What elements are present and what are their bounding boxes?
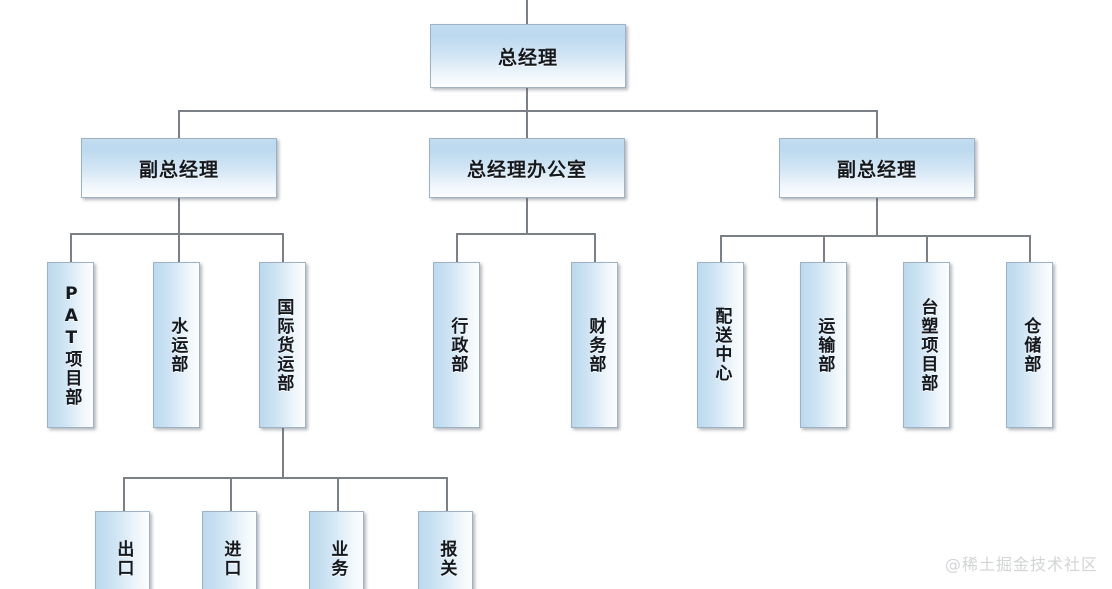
watermark: @稀土掘金技术社区 [944, 555, 1098, 574]
node-label: 总经理办公室 [466, 158, 587, 181]
node-label: 总经理 [497, 46, 558, 69]
node-gm-office[interactable]: 总经理办公室 [429, 138, 625, 198]
node-label: 进口 [220, 540, 241, 578]
connector-bottom-stem [282, 428, 284, 477]
connector-left-drop-1 [70, 233, 72, 262]
connector-right-drop-1 [720, 235, 722, 262]
node-label: 国际货运部 [273, 297, 294, 393]
node-export-dept[interactable]: 出口 [95, 511, 150, 589]
connector-root-down [526, 88, 528, 110]
connector-bottom-bus [123, 477, 448, 479]
connector-bottom-drop-2 [230, 477, 232, 511]
connector-center-bus [456, 233, 596, 235]
connector-bottom-drop-3 [337, 477, 339, 511]
connector-right-bus [720, 235, 1030, 237]
connector-left-bus [70, 233, 284, 235]
node-deputy-general-manager-left[interactable]: 副总经理 [81, 138, 277, 198]
node-warehousing-dept[interactable]: 仓储部 [1006, 262, 1053, 428]
connector-right-stem [876, 198, 878, 235]
node-label: 副总经理 [836, 158, 917, 181]
node-deputy-general-manager-right[interactable]: 副总经理 [779, 138, 975, 198]
connector-level2-drop-1 [178, 110, 180, 138]
node-international-freight-dept[interactable]: 国际货运部 [259, 262, 306, 428]
connector-left-stem [178, 198, 180, 233]
connector-right-drop-2 [823, 235, 825, 262]
node-label: 仓储部 [1020, 316, 1041, 374]
node-transportation-dept[interactable]: 运输部 [800, 262, 847, 428]
node-label: 出口 [113, 540, 134, 578]
node-label: PAT项目部 [61, 283, 82, 407]
connector-root-stem-top [526, 0, 528, 24]
connector-center-drop-1 [456, 233, 458, 262]
node-general-manager[interactable]: 总经理 [430, 24, 626, 88]
connector-bottom-drop-4 [446, 477, 448, 511]
node-label: 副总经理 [138, 158, 219, 181]
node-water-transport-dept[interactable]: 水运部 [153, 262, 200, 428]
node-administration-dept[interactable]: 行政部 [433, 262, 480, 428]
connector-right-drop-3 [926, 235, 928, 262]
connector-bottom-drop-1 [123, 477, 125, 511]
node-customs-declaration-dept[interactable]: 报关 [418, 511, 473, 589]
connector-level2-drop-2 [526, 110, 528, 138]
node-label: 运输部 [814, 316, 835, 374]
node-taisu-project-dept[interactable]: 台塑项目部 [903, 262, 950, 428]
connector-level2-drop-3 [876, 110, 878, 138]
node-label: 配送中心 [711, 307, 732, 383]
connector-right-drop-4 [1029, 235, 1031, 262]
node-label: 业务 [327, 540, 348, 578]
node-label: 行政部 [447, 316, 468, 374]
node-label: 报关 [436, 540, 457, 578]
connector-center-stem [526, 198, 528, 233]
node-label: 财务部 [585, 316, 606, 374]
connector-left-drop-2 [178, 233, 180, 262]
node-label: 水运部 [167, 316, 188, 374]
node-finance-dept[interactable]: 财务部 [571, 262, 618, 428]
connector-level2-bus [178, 110, 878, 112]
node-pat-project-dept[interactable]: PAT项目部 [47, 262, 94, 428]
node-import-dept[interactable]: 进口 [202, 511, 257, 589]
node-distribution-center[interactable]: 配送中心 [697, 262, 744, 428]
node-business-dept[interactable]: 业务 [309, 511, 364, 589]
connector-left-drop-3 [282, 233, 284, 262]
connector-center-drop-2 [594, 233, 596, 262]
node-label: 台塑项目部 [917, 297, 938, 393]
